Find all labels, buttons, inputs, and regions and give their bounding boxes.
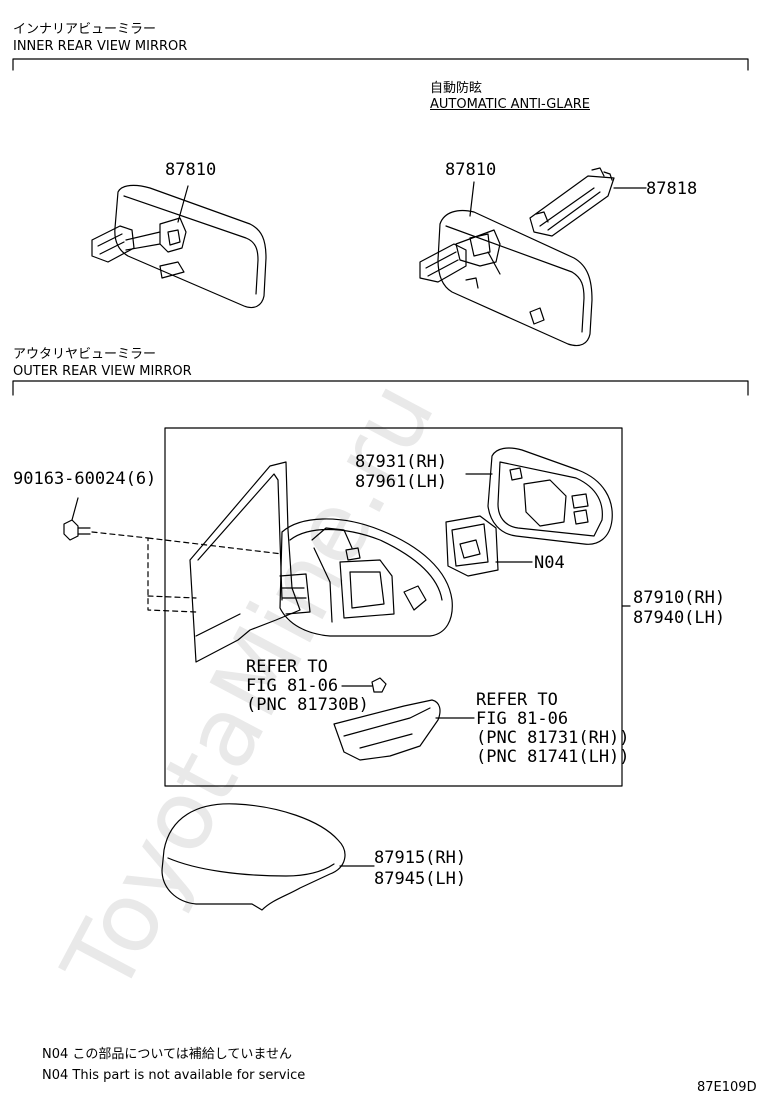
part-bolt: 90163-60024(6) <box>13 469 157 489</box>
mirror-actuator-n04 <box>445 515 499 577</box>
bolt-90163 <box>63 519 91 541</box>
mirror-housing <box>279 518 453 637</box>
figure-code: 87E109D <box>697 1080 757 1095</box>
leader-87810-left <box>177 185 189 223</box>
mirror-base <box>189 461 301 663</box>
outer-section-divider <box>12 380 749 396</box>
part-n04: N04 <box>534 553 565 573</box>
inner-section-title-en: INNER REAR VIEW MIRROR <box>13 39 188 54</box>
inner-section-divider <box>12 58 749 71</box>
inner-section-title-jp: インナリアビューミラー <box>13 22 157 37</box>
auto-antiglare-en: AUTOMATIC ANTI-GLARE <box>430 97 590 112</box>
leader-bolt <box>71 497 79 521</box>
turn-signal-lamp <box>333 699 441 761</box>
refer-lamp-line3: (PNC 81731(RH)) <box>476 728 630 748</box>
refer-bulb-line2: FIG 81-06 <box>246 676 339 696</box>
outer-mirror-assembly-box <box>164 427 623 787</box>
inner-mirror-antiglare <box>419 209 593 347</box>
part-87810-left: 87810 <box>165 160 217 180</box>
outer-section-title-en: OUTER REAR VIEW MIRROR <box>13 364 192 379</box>
part-cover-rh: 87915(RH) <box>374 848 467 868</box>
part-87810-right: 87810 <box>445 160 497 180</box>
part-assembly-rh: 87910(RH) <box>633 588 726 608</box>
bulb <box>341 677 387 693</box>
refer-lamp-line1: REFER TO <box>476 690 558 710</box>
part-assembly-lh: 87940(LH) <box>633 608 726 628</box>
part-glass-lh: 87961(LH) <box>355 472 448 492</box>
outer-mirror-cover <box>161 803 346 911</box>
refer-bulb-line3: (PNC 81730B) <box>246 695 369 715</box>
mirror-glass <box>487 447 613 545</box>
outer-section-title-jp: アウタリヤビューミラー <box>13 347 157 362</box>
part-cover-lh: 87945(LH) <box>374 869 467 889</box>
refer-lamp-line2: FIG 81-06 <box>476 709 569 729</box>
note-jp: N04 この部品については補給していません <box>42 1047 292 1062</box>
bolt-dash-1 <box>91 531 197 613</box>
refer-lamp-line4: (PNC 81741(LH)) <box>476 747 630 767</box>
part-glass-rh: 87931(RH) <box>355 452 448 472</box>
mirror-cover-87818 <box>529 167 615 237</box>
note-en: N04 This part is not available for servi… <box>42 1068 306 1083</box>
auto-antiglare-jp: 自動防眩 <box>430 81 483 96</box>
inner-mirror-standard <box>91 184 267 309</box>
part-87818: 87818 <box>646 179 698 199</box>
leader-87810-right <box>469 181 475 217</box>
refer-bulb-line1: REFER TO <box>246 657 328 677</box>
